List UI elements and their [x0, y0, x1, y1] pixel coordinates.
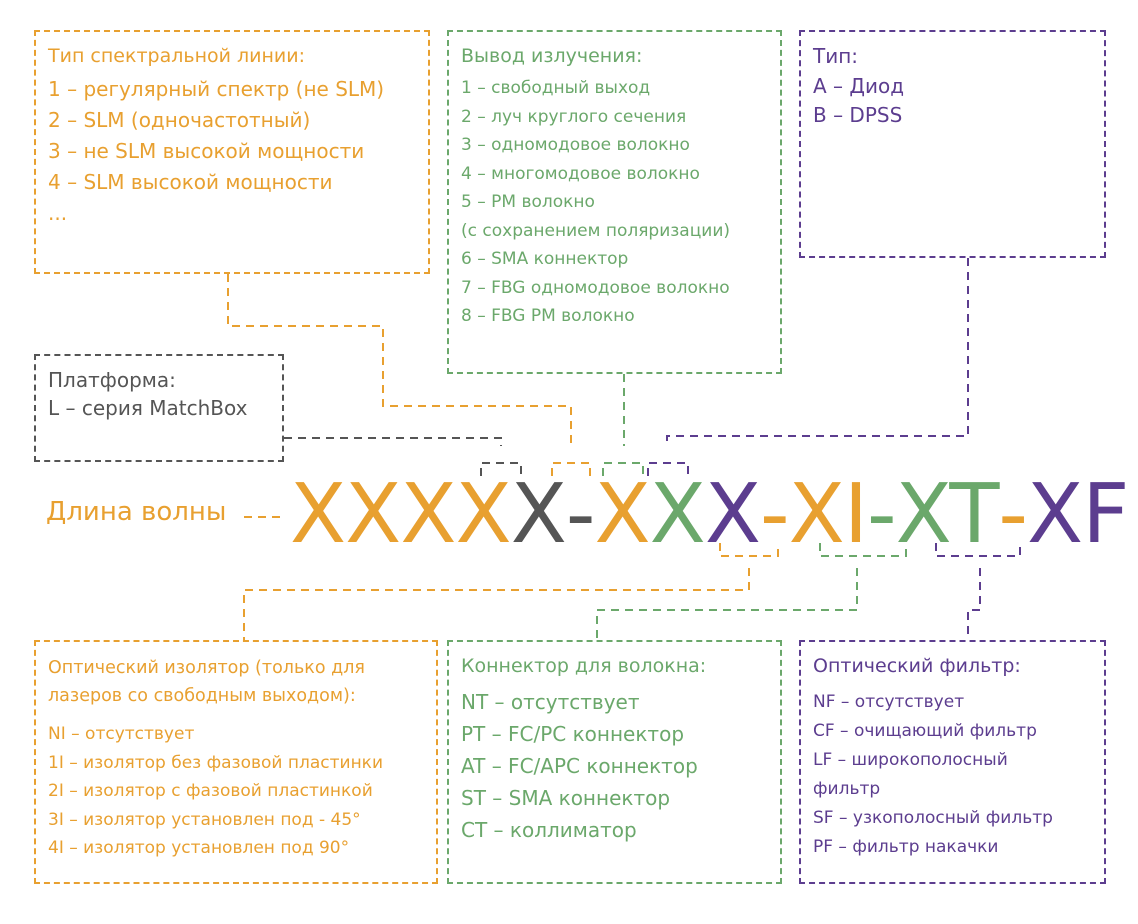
- filter-item: NF – отсутствует: [813, 692, 965, 712]
- filter-item: фильтр: [813, 779, 881, 799]
- isolator-connector: [243, 568, 750, 640]
- type-box: Тип: A – Диод B – DPSS: [799, 30, 1106, 258]
- code-segment-wavelength: XXXX: [290, 467, 512, 562]
- code-segment-output: X: [649, 467, 706, 562]
- connector-item: ST – SMA коннектор: [461, 786, 671, 810]
- connector-title: Коннектор для волокна:: [461, 655, 707, 677]
- code-segment-connector: XT: [895, 467, 1000, 562]
- connector-item: AT – FC/APC коннектор: [461, 754, 698, 778]
- isolator-title-line: лазеров со свободным выходом):: [48, 686, 356, 706]
- filter-title: Оптический фильтр:: [813, 655, 1021, 677]
- connector-box: Коннектор для волокна: NT – отсутствует …: [447, 640, 782, 884]
- isolator-item: 1I – изолятор без фазовой пластинки: [48, 752, 383, 773]
- code-separator: -: [760, 467, 790, 562]
- isolator-title: Оптический изолятор (только для лазеров …: [48, 654, 424, 710]
- platform-connector: [284, 437, 502, 446]
- spectral-line-box: Тип спектральной линии: 1 – регулярный с…: [34, 30, 430, 274]
- platform-item: L – серия MatchBox: [48, 396, 248, 420]
- code-separator: -: [565, 467, 596, 562]
- output-title: Вывод излучения:: [461, 45, 643, 67]
- filter-item: PF – фильтр накачки: [813, 837, 999, 857]
- spectral-line-title: Тип спектральной линии:: [48, 45, 306, 67]
- spectral-line-item: 4 – SLM высокой мощности: [48, 170, 333, 194]
- isolator-title-line: Оптический изолятор (только для: [48, 658, 365, 678]
- type-item: B – DPSS: [813, 103, 903, 127]
- code-separator: -: [998, 467, 1028, 562]
- type-title: Тип:: [813, 44, 859, 68]
- filter-box: Оптический фильтр: NF – отсутствует CF –…: [799, 640, 1106, 884]
- output-item: 1 – свободный выход: [461, 78, 651, 98]
- type-item: A – Диод: [813, 74, 905, 98]
- spectral-line-item: 1 – регулярный спектр (не SLM): [48, 77, 385, 101]
- connector-connector: [596, 568, 858, 640]
- output-item: 2 – луч круглого сечения: [461, 106, 687, 127]
- code-segment-platform: X: [510, 467, 567, 562]
- spectral-line-item: 3 – не SLM высокой мощности: [48, 139, 365, 163]
- platform-box: Платформа: L – серия MatchBox: [34, 354, 284, 462]
- output-item: 5 – PM волокно: [461, 192, 595, 212]
- connector-item: CT – коллиматор: [461, 818, 637, 842]
- model-code: XXXXX-XXX-XI-XT-XF: [290, 467, 1129, 562]
- isolator-item: 2I – изолятор с фазовой пластинкой: [48, 781, 373, 801]
- isolator-box: Оптический изолятор (только для лазеров …: [34, 640, 438, 884]
- filter-item: LF – широкополосный: [813, 750, 1008, 770]
- spectral-line-item: 2 – SLM (одночастотный): [48, 108, 311, 132]
- connector-item: NT – отсутствует: [461, 690, 640, 714]
- wavelength-label: Длина волны: [46, 497, 227, 527]
- code-segment-filter: XF: [1027, 467, 1129, 562]
- filter-connector: [967, 568, 981, 640]
- connector-item: PT – FC/PC коннектор: [461, 722, 685, 746]
- output-item: (с сохранением поляризации): [461, 220, 731, 241]
- output-item: 7 – FBG одномодовое волокно: [461, 277, 730, 298]
- output-box: Вывод излучения: 1 – свободный выход 2 –…: [447, 30, 782, 374]
- platform-title: Платформа:: [48, 368, 176, 392]
- spectral-line-item: ...: [48, 201, 68, 225]
- code-segment-type: X: [704, 467, 761, 562]
- output-item: 3 – одномодовое волокно: [461, 135, 690, 155]
- filter-item: SF – узкополосный фильтр: [813, 808, 1053, 828]
- code-segment-isolator: XI: [788, 467, 868, 562]
- code-separator: -: [867, 467, 897, 562]
- output-item: 4 – многомодовое волокно: [461, 163, 700, 184]
- output-item: 8 – FBG PM волокно: [461, 306, 635, 326]
- filter-item: CF – очищающий фильтр: [813, 721, 1037, 741]
- isolator-item: 3I – изолятор установлен под - 45°: [48, 809, 361, 830]
- output-item: 6 – SMA коннектор: [461, 249, 629, 269]
- isolator-item: NI – отсутствует: [48, 724, 195, 744]
- isolator-item: 4I – изолятор установлен под 90°: [48, 838, 350, 858]
- code-segment-spectral: X: [594, 467, 650, 562]
